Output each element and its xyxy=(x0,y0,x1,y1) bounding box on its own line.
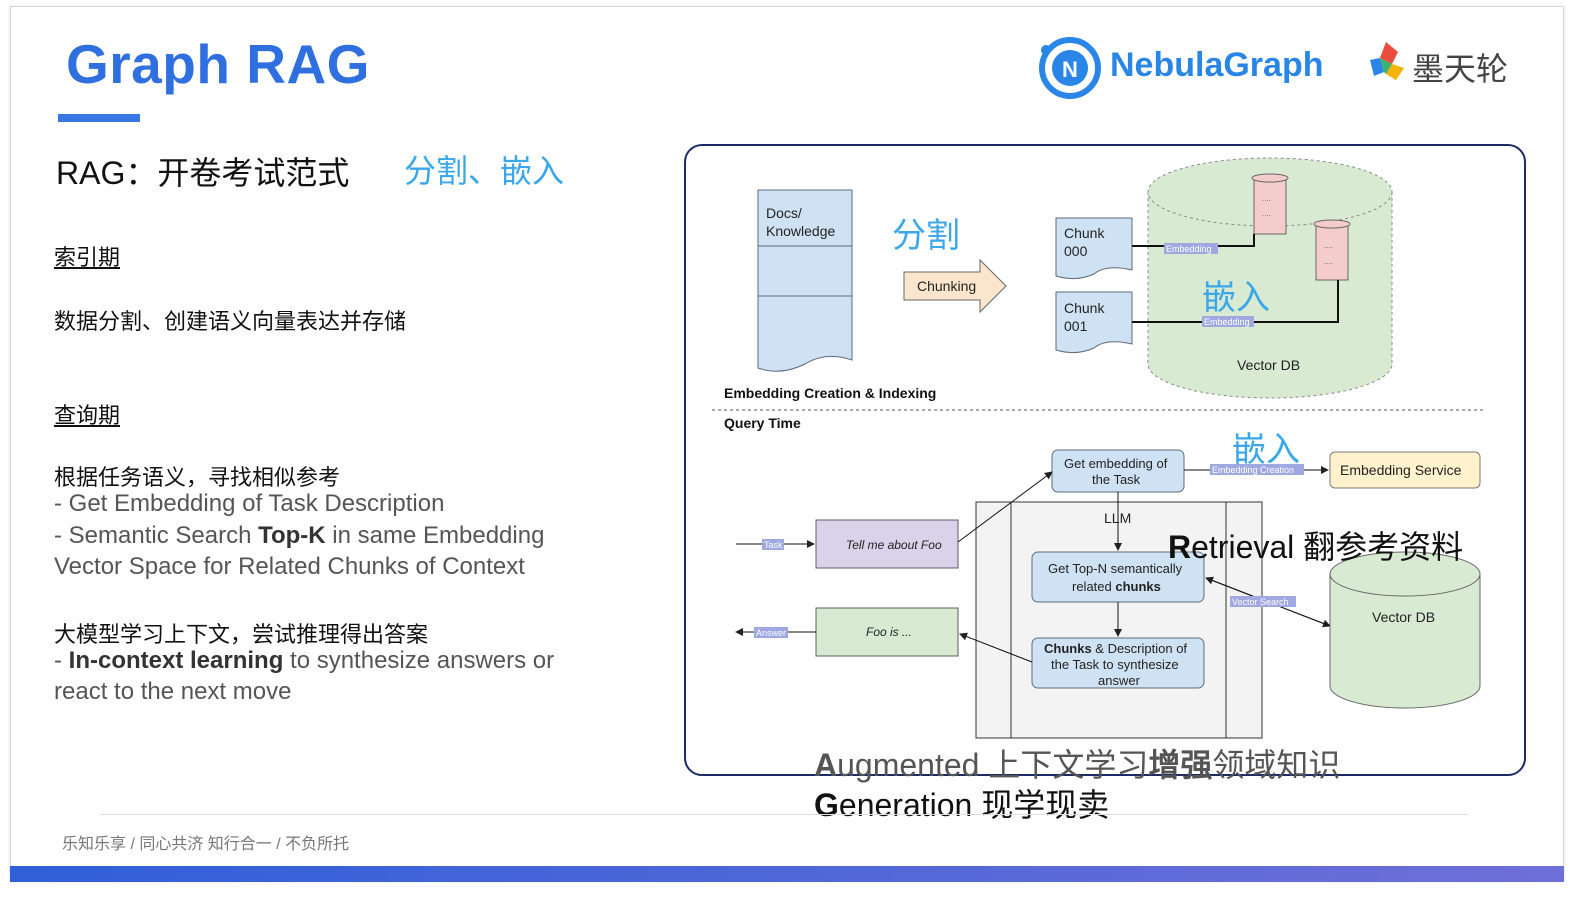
svg-text:the Task to synthesize: the Task to synthesize xyxy=(1051,657,1179,672)
learn-line-2: react to the next move xyxy=(54,678,292,705)
embed-cn-label-2: 嵌入 xyxy=(1232,431,1300,469)
chunking-label: Chunking xyxy=(917,278,976,294)
query-heading: 查询期 xyxy=(54,403,121,428)
answer-tag: Answer xyxy=(756,628,786,638)
docs-knowledge-block: Docs/ Knowledge xyxy=(757,189,853,372)
nebulagraph-logo-text: NebulaGraph xyxy=(1110,46,1324,84)
synthesize-node: Chunks & Description of the Task to synt… xyxy=(1031,637,1205,689)
svg-text:....: .... xyxy=(1262,194,1271,203)
svg-text:....: .... xyxy=(1324,241,1333,250)
svg-text:Chunk: Chunk xyxy=(1064,225,1105,241)
svg-text:Chunk: Chunk xyxy=(1064,300,1105,316)
chunking-arrow: Chunking xyxy=(903,258,1007,314)
svg-text:answer: answer xyxy=(1098,673,1141,688)
top-n-node: Get Top-N semantically related chunks xyxy=(1031,551,1205,603)
subtitle-accent: 分割、嵌入 xyxy=(404,153,565,189)
svg-text:related chunks: related chunks xyxy=(1072,579,1161,594)
query-line-3: Vector Space for Related Chunks of Conte… xyxy=(54,553,525,580)
svg-text:....: .... xyxy=(1262,209,1271,218)
svg-text:Get embedding of: Get embedding of xyxy=(1064,456,1168,471)
learn-desc: 大模型学习上下文，尝试推理得出答案 xyxy=(54,622,429,647)
rag-diagram-svg: Docs/ Knowledge Chunking Chunk 000 Chunk… xyxy=(712,157,1484,739)
motianlun-logo-icon xyxy=(1370,42,1404,80)
augmented-label: Augmented 上下文学习增强领域知识 xyxy=(814,747,1341,783)
embedding-service-node: Embedding Service xyxy=(1329,451,1481,489)
get-embedding-node: Get embedding of the Task xyxy=(1051,449,1185,493)
learn-line-1: - In-context learning to synthesize answ… xyxy=(54,647,555,674)
svg-text:Tell me about Foo: Tell me about Foo xyxy=(846,538,942,552)
embedding-scroll-icon: .... .... xyxy=(1313,219,1351,281)
svg-text:Get Top-N semantically: Get Top-N semantically xyxy=(1048,561,1183,576)
query-line-1: - Get Embedding of Task Description xyxy=(54,490,445,517)
embedding-creation-tag: Embedding Creation xyxy=(1212,465,1294,475)
split-cn-label: 分割 xyxy=(892,217,960,255)
footer-text: 乐知乐享 / 同心共济 知行合一 / 不负所托 xyxy=(62,836,350,853)
vector-db-bottom: Vector DB xyxy=(1329,551,1481,709)
embedding-tag: Embedding xyxy=(1204,317,1250,327)
subtitle: RAG：开卷考试范式 xyxy=(56,155,350,191)
index-desc: 数据分割、创建语义向量表达并存储 xyxy=(54,309,407,334)
section-indexing-label: Embedding Creation & Indexing xyxy=(724,385,936,401)
docs-label-1: Docs/ xyxy=(766,205,802,221)
bottom-accent-bar xyxy=(10,866,1564,882)
docs-label-2: Knowledge xyxy=(766,223,835,239)
index-heading: 索引期 xyxy=(54,245,121,270)
retrieval-label: Retrieval 翻参考资料 xyxy=(1168,529,1464,565)
chunk-001: Chunk 001 xyxy=(1055,291,1133,354)
answer-node: Foo is ... xyxy=(815,607,959,657)
svg-text:001: 001 xyxy=(1064,318,1088,334)
page-title: Graph RAG xyxy=(66,33,370,95)
svg-text:Vector DB: Vector DB xyxy=(1237,357,1300,373)
svg-text:the Task: the Task xyxy=(1092,472,1141,487)
svg-text:000: 000 xyxy=(1064,243,1088,259)
svg-text:Foo is ...: Foo is ... xyxy=(866,625,912,639)
section-query-label: Query Time xyxy=(724,415,801,431)
svg-text:N: N xyxy=(1062,57,1078,82)
svg-text:Embedding Service: Embedding Service xyxy=(1340,462,1462,478)
svg-text:Chunks & Description of: Chunks & Description of xyxy=(1044,641,1187,656)
embedding-scroll-icon: .... .... xyxy=(1251,173,1289,235)
footer-divider xyxy=(100,814,1468,815)
svg-text:Vector DB: Vector DB xyxy=(1372,609,1435,625)
svg-text:....: .... xyxy=(1324,257,1333,266)
motianlun-logo-text: 墨天轮 xyxy=(1412,51,1509,87)
nebulagraph-logo-icon: N xyxy=(1039,37,1101,99)
query-desc: 根据任务语义，寻找相似参考 xyxy=(54,465,341,490)
title-underline xyxy=(58,114,140,122)
vector-search-tag: Vector Search xyxy=(1232,597,1289,607)
chunk-000: Chunk 000 xyxy=(1055,217,1133,280)
query-line-2: - Semantic Search Top-K in same Embeddin… xyxy=(54,522,545,549)
embedding-tag: Embedding xyxy=(1166,244,1212,254)
llm-container: LLM xyxy=(975,501,1263,739)
rag-diagram: Docs/ Knowledge Chunking Chunk 000 Chunk… xyxy=(684,144,1526,776)
generation-label: Generation 现学现卖 xyxy=(814,787,1110,823)
embed-cn-label: 嵌入 xyxy=(1202,279,1270,317)
task-input-node: Tell me about Foo xyxy=(815,519,959,569)
task-tag: Task xyxy=(764,540,783,550)
